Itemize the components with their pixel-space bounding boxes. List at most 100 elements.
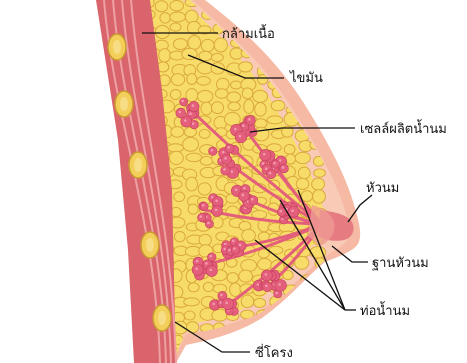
lobule-highlight	[251, 198, 254, 201]
fat-globule	[155, 25, 169, 38]
label-ribs: ซี่โครง	[255, 344, 293, 361]
fat-globule	[267, 116, 283, 124]
fat-globule	[227, 92, 241, 103]
fat-globule	[299, 353, 312, 363]
lobule-acinus	[272, 160, 280, 168]
fat-globule	[243, 0, 256, 8]
fat-globule	[312, 178, 325, 190]
lobule-acinus	[266, 169, 275, 178]
lobule-highlight	[265, 284, 268, 287]
label-milk-ducts: ท่อน้ำนม	[360, 301, 410, 319]
fat-globule	[314, 353, 327, 361]
fat-globule	[311, 310, 324, 320]
rib-marrow	[134, 158, 142, 172]
lobule-acinus	[249, 196, 258, 205]
lobule-highlight	[232, 240, 235, 243]
fat-globule	[199, 234, 211, 245]
fat-globule	[315, 9, 326, 22]
fat-globule	[257, 13, 268, 23]
fat-globule	[310, 325, 325, 337]
fat-globule	[170, 12, 186, 22]
fat-globule	[298, 167, 310, 179]
fat-globule	[187, 74, 197, 85]
fat-globule	[227, 273, 238, 284]
fat-globule	[231, 81, 242, 89]
fat-globule	[296, 21, 306, 34]
rib-marrow	[113, 40, 121, 54]
lobule-acinus	[206, 265, 217, 276]
rib-marrow	[120, 97, 128, 111]
lobule-acinus	[192, 264, 203, 275]
fat-globule	[241, 260, 257, 272]
lobule-highlight	[243, 187, 246, 190]
fat-globule	[212, 102, 224, 114]
lobule-acinus	[205, 220, 213, 228]
lobule-acinus	[245, 115, 255, 125]
fat-globule	[244, 100, 254, 114]
fat-globule	[199, 129, 210, 138]
label-areola: ฐานหัวนม	[372, 256, 429, 271]
lobule-highlight	[192, 104, 195, 107]
fat-globule	[271, 100, 285, 110]
lobule-acinus	[221, 166, 231, 176]
lobule-acinus	[176, 108, 186, 118]
label-nipple: หัวนม	[366, 181, 399, 196]
fat-globule	[229, 347, 243, 360]
fat-globule	[186, 177, 198, 191]
lobule-highlight	[207, 222, 210, 225]
fat-globule	[171, 127, 184, 138]
fat-globule	[241, 295, 253, 307]
lobule-highlight	[215, 199, 218, 202]
lobule-highlight	[212, 303, 215, 306]
fat-globule	[155, 1, 168, 12]
fat-globule	[295, 152, 310, 163]
fat-globule	[295, 326, 309, 335]
fat-globule	[255, 102, 266, 116]
fat-globule	[239, 270, 253, 282]
fat-globule	[184, 311, 195, 320]
rib-marrow	[146, 238, 154, 252]
fat-globule	[309, 285, 322, 295]
lobule-highlight	[199, 215, 202, 218]
lobule-highlight	[242, 124, 245, 127]
fat-globule	[281, 2, 293, 12]
lobule-highlight	[291, 209, 294, 212]
rib-marrow	[158, 311, 166, 325]
fat-globule	[197, 77, 211, 86]
fat-globule	[298, 0, 309, 9]
fat-globule	[199, 51, 212, 61]
fat-globule	[230, 283, 241, 297]
fat-globule	[271, 41, 281, 51]
fat-globule	[198, 183, 211, 195]
lobule-highlight	[265, 167, 268, 170]
lobule-highlight	[195, 267, 198, 270]
fat-globule	[281, 15, 295, 26]
fat-globule	[313, 190, 326, 204]
fat-globule	[201, 102, 212, 115]
lobule-highlight	[222, 151, 225, 154]
fat-globule	[184, 298, 200, 306]
lobule-highlight	[211, 149, 214, 152]
fat-globule	[211, 53, 223, 61]
lobule-highlight	[257, 283, 260, 286]
lobule-acinus	[200, 202, 208, 210]
lobule-highlight	[279, 210, 282, 213]
fat-globule	[284, 37, 298, 46]
lobule-highlight	[239, 135, 242, 138]
lobule-highlight	[248, 118, 251, 121]
fat-globule	[186, 349, 199, 362]
lobule-highlight	[220, 294, 223, 297]
fat-globule	[311, 335, 323, 344]
lobule-highlight	[273, 162, 276, 165]
fat-globule	[170, 89, 181, 99]
fat-globule	[170, 23, 181, 31]
fat-globule	[300, 301, 313, 311]
fat-globule	[186, 153, 202, 161]
lobule-highlight	[196, 260, 199, 263]
fat-globule	[242, 88, 253, 99]
lobule-highlight	[228, 249, 231, 252]
lobule-highlight	[209, 255, 212, 258]
fat-globule	[269, 324, 279, 336]
fat-globule	[217, 3, 228, 11]
lobule-highlight	[234, 128, 237, 131]
